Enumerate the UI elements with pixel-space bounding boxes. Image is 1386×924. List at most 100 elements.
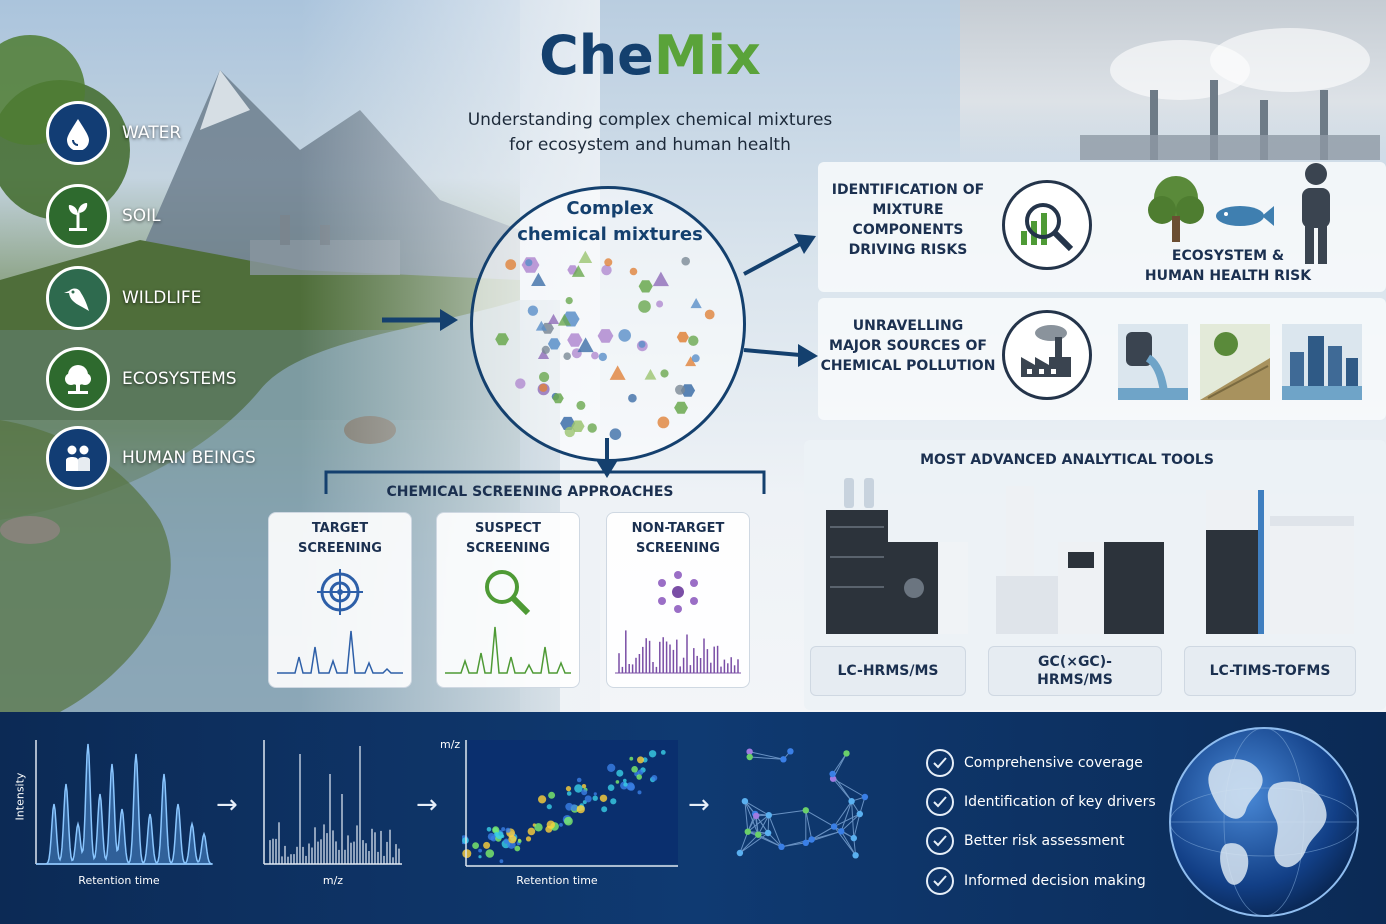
- screening-bracket: [324, 470, 766, 494]
- network-edge: [744, 800, 770, 816]
- resource-ecosystems: ECOSYSTEMS: [46, 347, 306, 411]
- network-node: [764, 829, 772, 837]
- network-edge: [833, 826, 857, 856]
- network-edge: [805, 809, 835, 828]
- molecule-shape: [564, 426, 575, 438]
- network-edge: [739, 831, 749, 854]
- molecule-shape: [618, 329, 631, 342]
- heatmap-dot: [660, 750, 666, 755]
- checkmark-icon: [926, 827, 954, 855]
- heatmap-chart: [462, 740, 678, 867]
- molecule-shape: [552, 393, 564, 404]
- molecule-shape: [657, 416, 670, 429]
- heatmap-dot: [499, 859, 504, 864]
- risk-line-1: ECOSYSTEM &: [1171, 248, 1285, 264]
- network-edge: [749, 751, 784, 760]
- agriculture-icon: [1200, 324, 1270, 400]
- mass-spectrum-chart: [263, 740, 402, 865]
- network-node: [778, 843, 785, 850]
- network-node: [787, 748, 794, 755]
- target-icon: [317, 569, 363, 615]
- heatmap-dot: [631, 766, 638, 773]
- molecule-shape: [565, 297, 573, 305]
- resource-water: WATER: [46, 101, 306, 165]
- molecule-shape: [547, 313, 560, 324]
- resource-label: SOIL: [122, 206, 161, 226]
- tool-label-gc-hrms: GC(×GC)- HRMS/MS: [988, 646, 1162, 696]
- heatmap-dot: [584, 795, 592, 803]
- network-edge: [840, 813, 861, 832]
- screening-title: CHEMICAL SCREENING APPROACHES: [386, 484, 674, 500]
- pollution-source-icons: [1118, 324, 1362, 400]
- heatmap-dot: [629, 756, 634, 761]
- network-edge: [768, 815, 782, 847]
- heatmap-dot: [546, 804, 552, 810]
- heatmap-dot: [565, 786, 572, 792]
- lc-hrms-instrument: [826, 478, 968, 634]
- network-edge: [755, 815, 769, 834]
- network-edge: [832, 753, 847, 775]
- mixture-title-line-2: chemical mixtures: [517, 224, 703, 245]
- non-target-screening-card: NON-TARGET SCREENING: [606, 512, 750, 688]
- heatmap-dot: [487, 833, 495, 841]
- heatmap-dot: [566, 791, 572, 796]
- molecule-shape: [525, 259, 533, 267]
- molecule-shape: [704, 309, 715, 320]
- tree-icon: [46, 347, 110, 411]
- network-edge: [805, 810, 813, 840]
- non-target-spectrum: [615, 630, 741, 674]
- heatmap-dot: [636, 774, 642, 780]
- heatmap-dot: [651, 775, 658, 781]
- identification-line-2: MIXTURE COMPONENTS: [852, 202, 964, 238]
- heatmap-dot: [534, 823, 543, 832]
- network-edge: [853, 813, 861, 839]
- molecule-shape: [587, 423, 597, 433]
- arrow-into-mixture: [382, 309, 458, 331]
- network-edge: [749, 756, 784, 760]
- network-node: [753, 812, 760, 819]
- network-edge: [851, 801, 855, 839]
- molecule-shape: [676, 331, 689, 343]
- resource-label: WILDLIFE: [122, 288, 202, 308]
- benefit-text: Better risk assessment: [964, 833, 1125, 849]
- heatmap-dot: [538, 795, 547, 804]
- title-mix: Mix: [653, 24, 761, 87]
- resource-label: ECOSYSTEMS: [122, 369, 237, 389]
- identification-line-3: DRIVING RISKS: [848, 242, 968, 258]
- heatmap-ylabel: m/z: [440, 738, 461, 751]
- network-node: [802, 807, 809, 814]
- network-edge: [833, 800, 853, 827]
- card-title-line-2: SCREENING: [466, 541, 550, 556]
- network-edge: [840, 831, 857, 856]
- molecule-shape: [629, 267, 638, 276]
- chromatogram-ylabel: Intensity: [13, 772, 27, 821]
- heatmap-dot: [623, 778, 627, 783]
- molecule-shape: [674, 401, 688, 414]
- factory-icon: [1002, 310, 1092, 400]
- subtitle-line-2: for ecosystem and human health: [509, 135, 791, 155]
- network-node: [746, 748, 753, 755]
- molecule-shape: [560, 416, 576, 430]
- heatmap-dot: [494, 832, 499, 837]
- people-icon: [46, 426, 110, 490]
- tool-label-line-2: HRMS/MS: [1037, 672, 1113, 688]
- fish-icon: [1216, 206, 1274, 226]
- molecule-shape: [609, 428, 622, 440]
- heatmap-dot: [592, 795, 598, 801]
- molecule-shape: [571, 265, 585, 277]
- arrow-to-sources: [743, 344, 818, 367]
- molecule-shape: [541, 345, 550, 354]
- network-edge: [811, 826, 835, 840]
- heatmap-dot: [478, 855, 482, 859]
- network-node: [852, 852, 859, 859]
- checkmark-icon: [926, 749, 954, 777]
- network-node: [850, 834, 857, 842]
- risk-line-2: HUMAN HEALTH RISK: [1144, 268, 1312, 284]
- heatmap-dot: [576, 777, 582, 783]
- network-node: [829, 775, 837, 782]
- workflow-arrow-3: →: [688, 790, 710, 820]
- molecule-shape: [660, 369, 669, 378]
- molecule-shape: [578, 250, 593, 263]
- molecule-shape: [531, 272, 546, 287]
